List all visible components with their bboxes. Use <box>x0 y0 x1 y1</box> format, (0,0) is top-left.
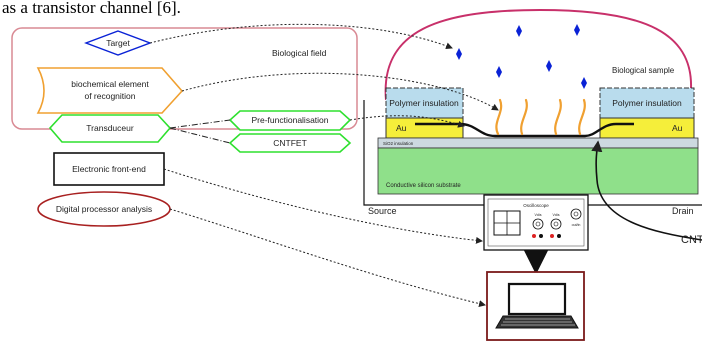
transducer-node: Transduceur <box>48 114 172 143</box>
polymer-insulation-right <box>599 87 695 119</box>
recognition-label-line1: biochemical element <box>71 79 149 89</box>
prefunctionalisation-node: Pre-functionalisation <box>228 110 352 131</box>
biological-sample-arc <box>384 8 693 101</box>
jack-red-1 <box>532 234 536 238</box>
oscilloscope-ch1-label: Vdis <box>535 213 542 217</box>
drain-label: Drain <box>672 206 694 216</box>
cnt-pointer-curve <box>591 140 702 241</box>
jack-black-2 <box>557 234 561 238</box>
knob-3 <box>570 208 582 220</box>
target-node: Target <box>84 30 152 56</box>
target-to-sample-arrow <box>149 23 453 50</box>
jack-red-2 <box>550 234 554 238</box>
target-label: Target <box>106 38 130 48</box>
polymer-insulation-left <box>385 87 464 119</box>
oscilloscope: Oscilloscope Vdis Vdis out/in <box>483 194 589 251</box>
electronic-frontend-node: Electronic front-end <box>53 152 165 186</box>
transducer-to-prefunc-connector <box>169 119 231 129</box>
biological-sample-label: Biological sample <box>612 66 675 75</box>
cntfet-node: CNTFET <box>228 133 352 153</box>
header-text: as a transistor channel [6]. <box>2 0 181 17</box>
polymer-insulation-left-label: Polymer insulation <box>389 98 459 108</box>
au-electrode-right-label: Au <box>672 123 683 133</box>
substrate-layer <box>377 147 699 195</box>
substrate-label: Conductive silicon substrate <box>386 183 461 189</box>
oxide-layer <box>377 137 699 149</box>
knob-2 <box>550 218 562 230</box>
oscilloscope-ch3-label: out/in <box>572 223 581 227</box>
recognition-probes <box>495 98 586 136</box>
oscilloscope-title: Oscilloscope <box>523 203 549 208</box>
digital-processor-node: Digital processor analysis <box>37 191 171 227</box>
device-frame <box>363 100 702 206</box>
frontend-to-oscilloscope-arrow <box>163 168 483 244</box>
biological-field-label: Biological field <box>272 48 327 58</box>
cnt-label: CNT <box>681 234 702 246</box>
oxide-label: SiO2 insulation <box>383 141 414 146</box>
au-electrode-left-label: Au <box>396 123 407 133</box>
jack-black-1 <box>539 234 543 238</box>
recognition-to-probe-arrow <box>181 72 499 111</box>
knob-1 <box>532 218 544 230</box>
cnt-channel <box>415 122 634 138</box>
processor-to-laptop-arrow <box>169 208 486 308</box>
prefunc-to-cnt-arrow <box>349 115 465 128</box>
digital-processor-label: Digital processor analysis <box>56 204 152 214</box>
electronic-frontend-label: Electronic front-end <box>72 164 146 174</box>
laptop-icon <box>507 282 567 316</box>
source-label: Source <box>368 206 397 216</box>
cntfet-label: CNTFET <box>273 138 307 148</box>
recognition-label-line2: of recognition <box>84 91 135 101</box>
biological-field-panel: Biological field <box>11 27 358 130</box>
prefunctionalisation-label: Pre-functionalisation <box>251 115 328 125</box>
polymer-insulation-right-label: Polymer insulation <box>612 98 682 108</box>
transducer-label: Transduceur <box>86 123 134 133</box>
target-molecules <box>456 24 587 89</box>
transducer-to-cntfet-connector <box>169 127 231 144</box>
recognition-element-node: biochemical element of recognition <box>36 67 184 114</box>
laptop <box>486 271 585 341</box>
oscilloscope-ch2-label: Vdis <box>553 213 560 217</box>
